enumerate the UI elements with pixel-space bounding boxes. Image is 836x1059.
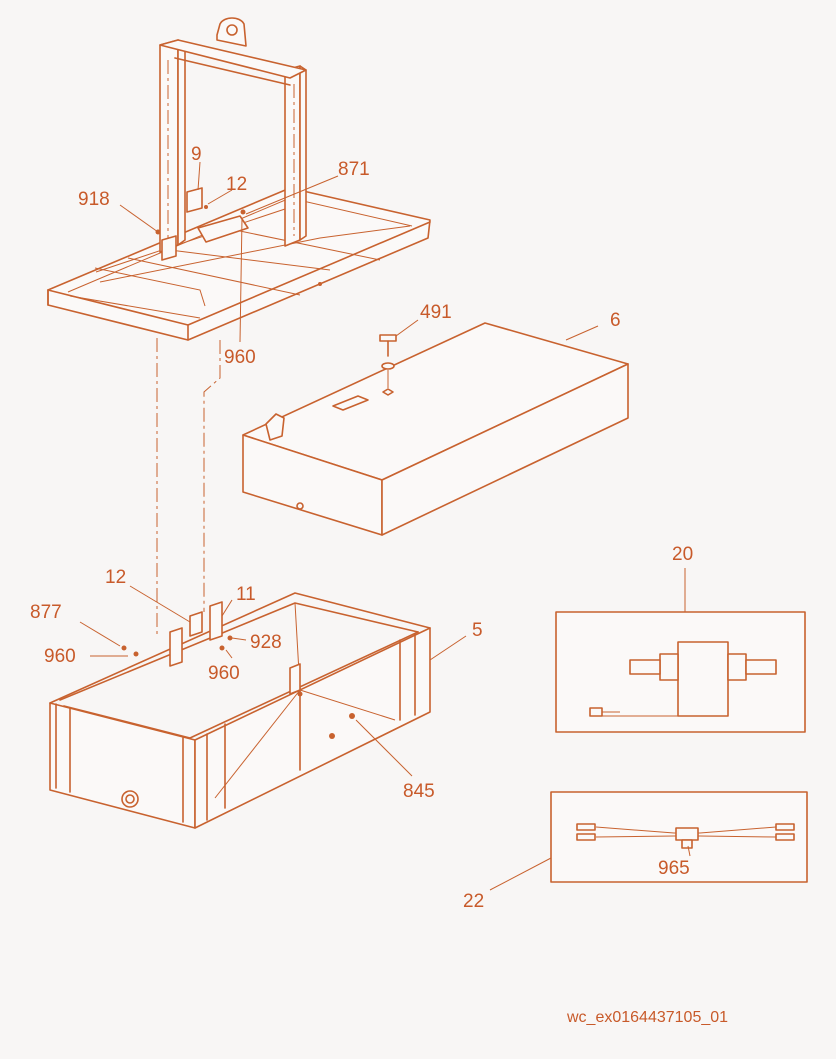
callout-877: 877 [30,602,62,623]
callout-12-bottom: 12 [105,567,126,588]
callout-491: 491 [420,302,452,323]
callout-11: 11 [236,584,256,605]
callout-928: 928 [250,632,282,653]
bottom-tray [49,592,431,829]
top-frame-assembly [47,17,431,341]
callout-960-top: 960 [224,347,256,368]
callout-12-top: 12 [226,174,247,195]
detail-box-20 [555,611,806,733]
callout-22: 22 [463,891,484,912]
fuel-tank [242,322,629,536]
callout-9: 9 [191,144,202,165]
callout-20: 20 [672,544,693,565]
detail-box-22 [550,791,808,883]
callout-965: 965 [658,858,690,879]
callout-5: 5 [472,620,483,641]
callout-918: 918 [78,189,110,210]
callout-845: 845 [403,781,435,802]
callout-6: 6 [610,310,621,331]
callout-960-mid: 960 [208,663,240,684]
callout-871: 871 [338,159,370,180]
leader-lines [79,161,691,891]
alignment-lines [156,338,221,636]
callout-labels: 9 12 871 918 960 491 6 12 11 877 960 928… [30,144,693,912]
callout-960-left: 960 [44,646,76,667]
document-id: wc_ex0164437105_01 [566,1009,728,1026]
